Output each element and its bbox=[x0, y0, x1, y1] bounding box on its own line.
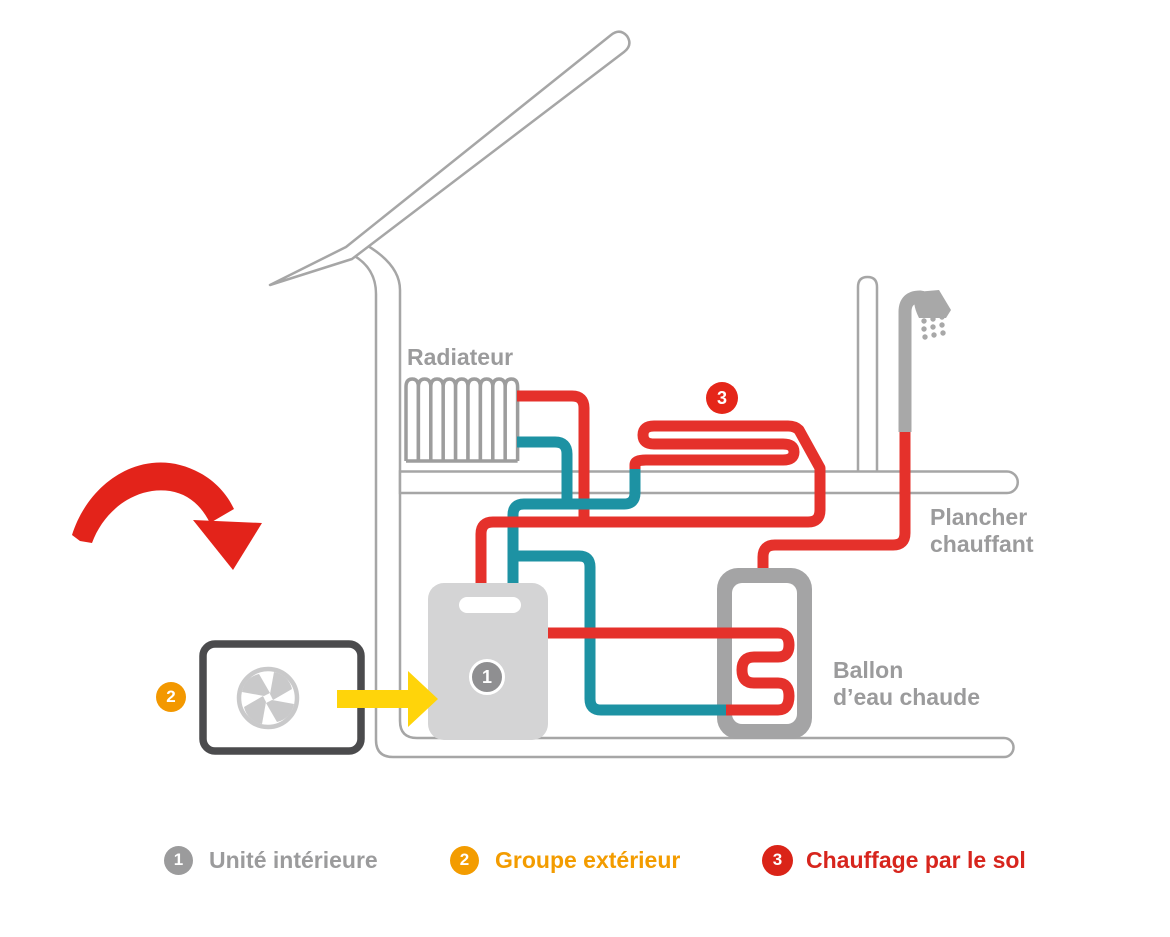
radiator-icon bbox=[404, 377, 520, 463]
legend-dot-3: 3 bbox=[762, 844, 793, 876]
outdoor-unit-badge: 2 bbox=[156, 682, 186, 712]
legend-label-indoor-unit: Unité intérieure bbox=[209, 846, 378, 873]
hot-pipe-floor-heating bbox=[475, 420, 826, 583]
legend-item-indoor-unit: 1 Unité intérieure bbox=[164, 844, 378, 876]
house-wall-and-ground bbox=[348, 240, 1015, 759]
indoor-unit-slot bbox=[459, 597, 521, 613]
hot-pipe-radiator bbox=[517, 390, 590, 524]
legend-dot-1: 1 bbox=[164, 845, 193, 875]
legend-item-floor-heating: 3 Chauffage par le sol bbox=[762, 844, 1026, 876]
legend-item-outdoor-unit: 2 Groupe extérieur bbox=[450, 844, 680, 876]
shower-icon bbox=[898, 290, 951, 432]
cold-pipe-radiator-return bbox=[517, 436, 573, 504]
shower-droplets bbox=[921, 314, 946, 340]
radiator-label: Radiateur bbox=[407, 344, 514, 370]
fan-icon bbox=[236, 666, 300, 730]
outdoor-unit bbox=[199, 640, 365, 755]
upper-floor-slab bbox=[398, 470, 1019, 495]
hot-pipe-shower bbox=[757, 430, 911, 568]
legend-dot-2: 2 bbox=[450, 845, 479, 875]
tank-label-line2: d’eau chaude bbox=[833, 684, 980, 710]
cold-pipe-floor-return bbox=[507, 469, 641, 583]
floor-heating-label-line2: chauffant bbox=[930, 531, 1034, 557]
floor-heating-label: Plancher chauffant bbox=[930, 504, 1034, 558]
heat-arrow-icon bbox=[72, 462, 262, 570]
floor-heating-badge: 3 bbox=[706, 382, 738, 414]
airflow-arrow-icon bbox=[337, 671, 438, 727]
roof bbox=[268, 30, 631, 287]
legend-label-floor-heating: Chauffage par le sol bbox=[806, 846, 1026, 873]
legend-label-outdoor-unit: Groupe extérieur bbox=[495, 846, 681, 873]
floor-heating-label-line1: Plancher bbox=[930, 504, 1028, 530]
indoor-unit-badge: 1 bbox=[469, 659, 505, 695]
tank-label: Ballon d’eau chaude bbox=[833, 657, 980, 711]
hot-pipe-tank-coil bbox=[532, 627, 795, 716]
bathroom-wall bbox=[856, 275, 879, 484]
tank-label-line1: Ballon bbox=[833, 657, 904, 683]
